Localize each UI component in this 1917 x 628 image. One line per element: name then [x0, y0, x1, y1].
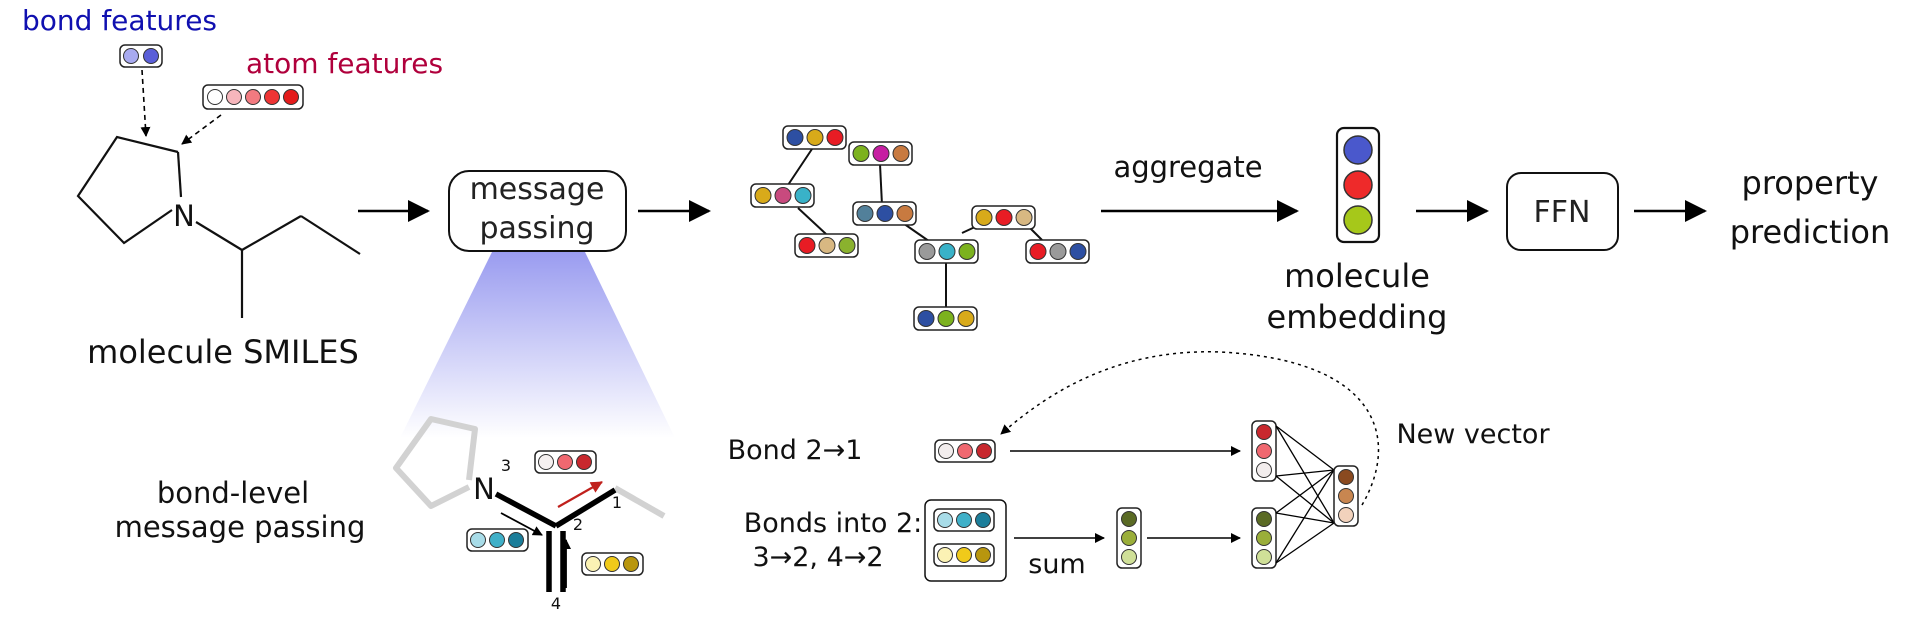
message-arrow-2-to-1	[557, 481, 603, 508]
new-vector	[1333, 465, 1359, 527]
vector-bond-2-1	[934, 439, 996, 463]
atom-feature-vector	[202, 84, 304, 110]
feedback-arrow	[1000, 351, 1380, 506]
graph-node-2	[848, 141, 913, 166]
message-passing-line1: message	[470, 172, 605, 207]
graph-node-4	[852, 201, 917, 226]
sum-label: sum	[1028, 549, 1085, 580]
atom-index-2: 2	[573, 515, 583, 534]
atom-features-label: atom features	[246, 47, 443, 80]
molecule-embedding-line1: molecule	[1284, 257, 1430, 295]
bonds-into-label-line2: 3→2, 4→2	[752, 542, 883, 573]
graph-node-7	[971, 205, 1036, 230]
atom-label-N3: N	[473, 472, 495, 506]
spotlight-cone	[400, 252, 675, 438]
faded-bond	[613, 485, 666, 519]
local-vector-4-2	[581, 552, 644, 576]
graph-node-8	[1025, 239, 1090, 264]
ffn-box: FFN	[1506, 172, 1619, 251]
message-passing-box: message passing	[448, 170, 627, 252]
graph-node-3	[750, 183, 815, 208]
atom-index-1: 1	[612, 493, 622, 512]
molecule-embedding-line2: embedding	[1267, 298, 1448, 336]
hidden-state-graph	[750, 125, 1090, 331]
molecule-structure	[76, 135, 361, 318]
faded-ring	[393, 416, 478, 509]
bond-feature-vector	[119, 44, 163, 68]
atom-index-4: 4	[551, 594, 561, 613]
atom-feature-pointer	[181, 114, 222, 145]
graph-node-5	[794, 233, 859, 258]
incoming-vectors-group	[924, 499, 1007, 582]
bond-feature-pointer	[140, 69, 151, 137]
message-passing-line2: passing	[479, 211, 594, 246]
property-label-line1: property	[1742, 164, 1879, 202]
molecule-embedding-vector	[1335, 126, 1381, 244]
local-vector-3-2	[466, 528, 529, 552]
message-arrow-3-to-2	[500, 512, 543, 536]
graph-node-6	[914, 239, 979, 264]
atom-label-N: N	[173, 199, 195, 233]
dense-connections	[1275, 425, 1335, 564]
ffn-label: FFN	[1534, 195, 1591, 230]
aggregate-label: aggregate	[1113, 150, 1262, 184]
bond-features-label: bond features	[22, 4, 217, 37]
new-vector-label: New vector	[1396, 419, 1550, 450]
property-label-line2: prediction	[1730, 213, 1891, 251]
bonds-into-label-line1: Bonds into 2:	[744, 508, 923, 539]
atom-index-3: 3	[501, 456, 511, 475]
graph-node-1	[782, 125, 847, 150]
graph-node-9	[913, 306, 978, 331]
summed-vector	[1116, 507, 1142, 569]
input-vector-sum	[1251, 507, 1277, 569]
bond-level-label-line2: message passing	[115, 510, 366, 544]
input-vector-bond	[1251, 420, 1277, 482]
molecule-smiles-label: molecule SMILES	[87, 333, 359, 371]
bond-2-1-label: Bond 2→1	[728, 435, 863, 466]
bond-level-label-line1: bond-level	[157, 476, 309, 510]
local-vector-2-1	[534, 450, 597, 474]
